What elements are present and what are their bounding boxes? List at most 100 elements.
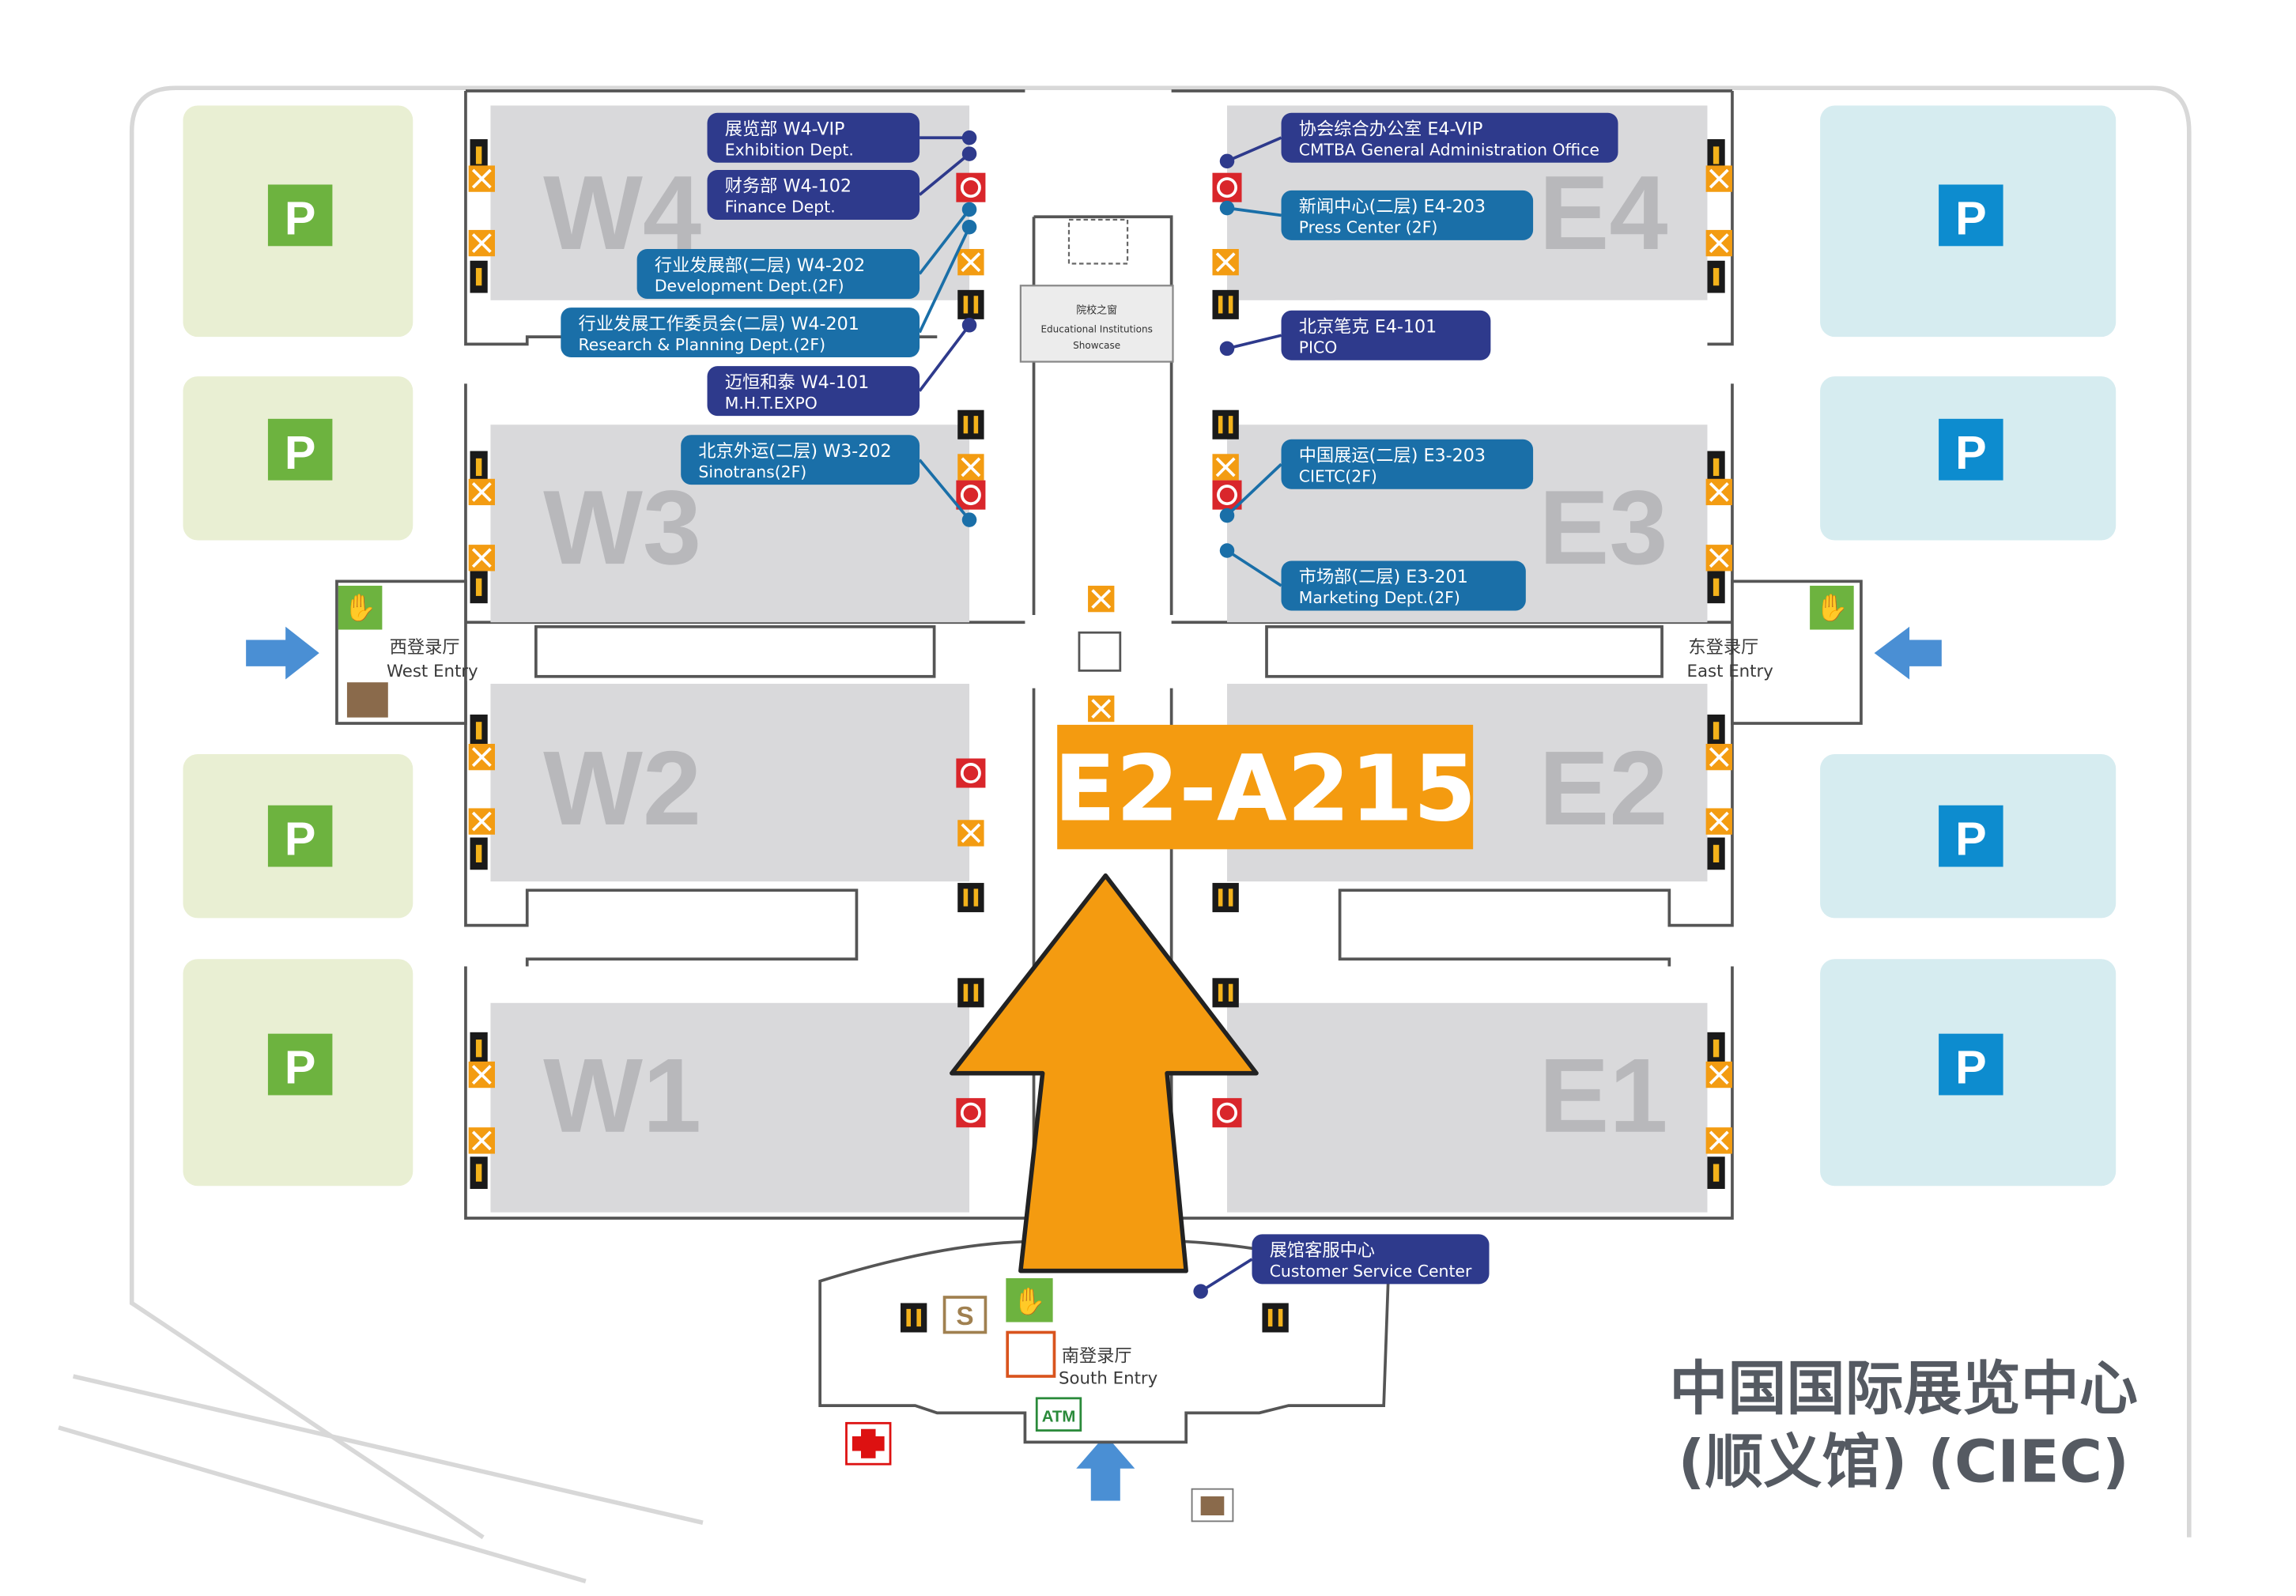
toilet-icon [470, 139, 488, 172]
restaurant-icon [468, 808, 495, 835]
restaurant-icon [1705, 229, 1732, 257]
restaurant-icon [1705, 1061, 1732, 1089]
fire-hydrant-icon [956, 480, 986, 510]
toilet-icon [1707, 451, 1725, 484]
restaurant-icon [468, 165, 495, 192]
toilet-icon [1262, 1303, 1289, 1333]
toilet-icon [470, 571, 488, 604]
hall-w2[interactable]: W2 [490, 684, 970, 882]
callout-en-label: Marketing Dept.(2F) [1299, 588, 1460, 607]
toilet-icon [1212, 409, 1239, 440]
registration-icon: ✋ [1815, 592, 1849, 623]
booth-marker[interactable]: E2-A215 [1054, 724, 1476, 850]
svg-text:Educational Institutions: Educational Institutions [1040, 324, 1152, 335]
toilet-icon [957, 882, 984, 912]
parking-east [1820, 105, 2117, 1187]
toilet-icon [470, 714, 488, 747]
fire-hydrant-icon [956, 1098, 986, 1128]
parking-sign: P [267, 418, 333, 481]
svg-text:P: P [285, 1041, 316, 1094]
svg-text:P: P [285, 813, 316, 866]
callout-en-label: Development Dept.(2F) [655, 277, 844, 296]
svg-text:W2: W2 [543, 730, 701, 847]
callout-en-label: Sinotrans(2F) [698, 462, 806, 481]
toilet-icon [957, 289, 984, 319]
toilet-icon [1707, 837, 1725, 870]
callout-en-label: CMTBA General Administration Office [1299, 140, 1599, 159]
callout-cn-label: 行业发展部(二层) W4-202 [655, 255, 865, 276]
callout-cn-label: 展览部 W4-VIP [725, 119, 845, 140]
restaurant-icon [1705, 1127, 1732, 1154]
south-entry-arrow [1076, 1435, 1135, 1501]
fire-hydrant-icon [956, 172, 986, 202]
restaurant-icon [1705, 478, 1732, 506]
site-boundary [129, 85, 2192, 1540]
hall-e1[interactable]: E1 [1227, 1002, 1708, 1213]
toilet-icon [470, 1156, 488, 1189]
toilet-icon [470, 260, 488, 293]
svg-text:中国国际展览中心: 中国国际展览中心 [1669, 1355, 2138, 1423]
showcase[interactable]: 院校之窗 Educational Institutions Showcase [1019, 218, 1174, 363]
callout-cn-label: 展馆客服中心 [1270, 1240, 1375, 1261]
svg-text:West Entry: West Entry [387, 662, 478, 681]
toilet-icon [1707, 714, 1725, 747]
svg-text:P: P [1955, 191, 1987, 244]
svg-text:E4: E4 [1539, 154, 1667, 272]
toilet-icon [470, 451, 488, 484]
svg-text:E1: E1 [1539, 1037, 1667, 1155]
atm-icon[interactable]: ATM [1042, 1408, 1076, 1425]
callout-en-label: M.H.T.EXPO [725, 394, 818, 413]
toilet-icon [1707, 1156, 1725, 1189]
toilet-icon [957, 978, 984, 1008]
fire-hydrant-icon [1212, 480, 1242, 510]
callout-en-label: Press Center (2F) [1299, 218, 1438, 237]
callout-cn-label: 行业发展工作委员会(二层) W4-201 [579, 314, 859, 334]
callout-cn-label: 北京外运(二层) W3-202 [698, 441, 891, 462]
parking-sign: P [1939, 184, 2003, 247]
callout-cn-label: 中国展运(二层) E3-203 [1299, 446, 1486, 466]
toilet-icon [901, 1303, 927, 1333]
restaurant-icon [1088, 585, 1115, 613]
toilet-icon [470, 837, 488, 870]
svg-text:Showcase: Showcase [1073, 340, 1120, 351]
callout-en-label: Research & Planning Dept.(2F) [579, 335, 826, 354]
svg-text:East Entry: East Entry [1687, 662, 1773, 681]
svg-text:P: P [285, 426, 316, 479]
toilet-icon [1707, 139, 1725, 172]
east-entry-arrow [1874, 626, 1942, 680]
restaurant-icon [1705, 808, 1732, 835]
road-line [72, 1374, 704, 1525]
parking-sign: P [1939, 1033, 2003, 1096]
svg-text:西登录厅: 西登录厅 [390, 637, 460, 658]
restaurant-icon [1212, 248, 1239, 276]
toilet-icon [1212, 978, 1239, 1008]
callout-cn-label: 市场部(二层) E3-201 [1299, 567, 1468, 587]
restaurant-icon [1705, 165, 1732, 192]
corridor-box [1078, 631, 1122, 672]
fire-hydrant-icon [956, 758, 986, 788]
callout-cn-label: 协会综合办公室 E4-VIP [1299, 119, 1483, 140]
svg-text:P: P [285, 191, 316, 244]
svg-text:P: P [1955, 426, 1987, 479]
toilet-icon [1707, 1032, 1725, 1065]
toilet-icon [1212, 882, 1239, 912]
svg-text:South Entry: South Entry [1059, 1368, 1157, 1388]
parking-sign: P [267, 1033, 333, 1096]
hall-w1[interactable]: W1 [490, 1002, 970, 1213]
toilet-icon [1212, 289, 1239, 319]
callout-cn-label: 迈恒和泰 W4-101 [725, 372, 869, 393]
